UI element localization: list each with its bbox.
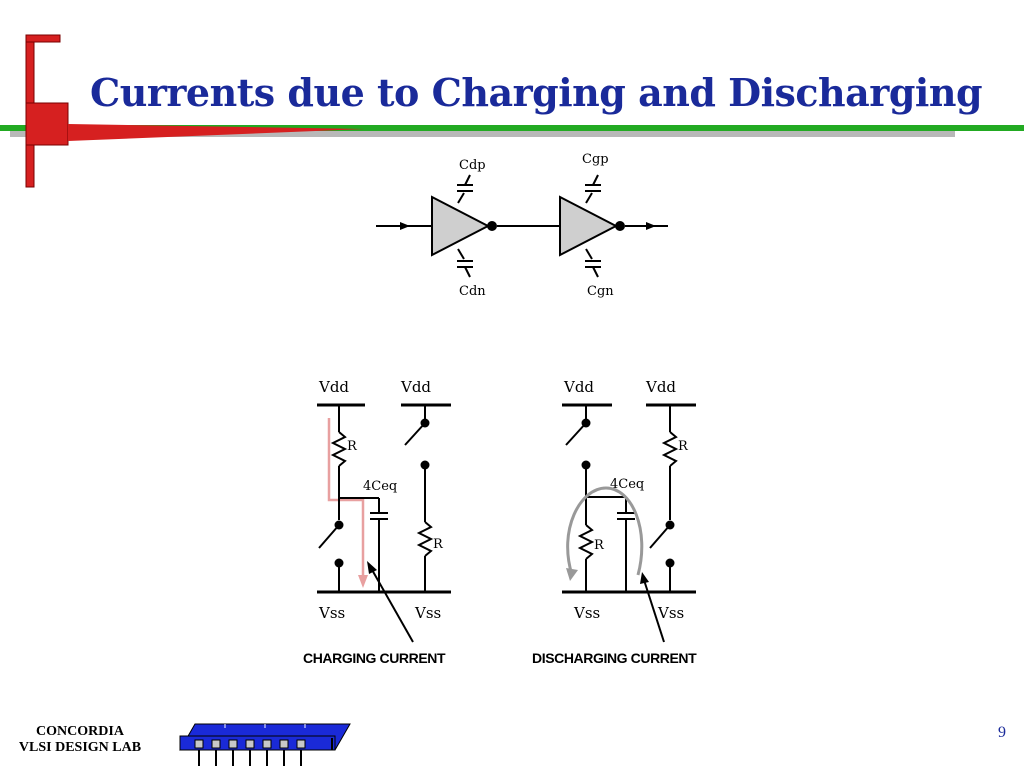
red-bracket-top <box>25 34 61 43</box>
discharging-r-left: R <box>594 538 605 553</box>
discharging-vdd-left: Vdd <box>563 378 594 396</box>
slide-title: Currents due to Charging and Discharging <box>90 70 983 115</box>
charging-current-path <box>327 418 365 580</box>
red-wedge <box>68 124 365 141</box>
label-cdp: Cdp <box>459 158 486 173</box>
red-block <box>25 102 69 146</box>
footer-org: CONCORDIA VLSI DESIGN LAB <box>0 724 160 756</box>
discharging-caption: DISCHARGING CURRENT <box>532 650 697 666</box>
page-number: 9 <box>998 724 1006 741</box>
output-arrow-icon <box>646 222 656 230</box>
discharging-resistor-top <box>661 431 679 467</box>
charging-resistor-top <box>330 431 348 467</box>
header-decoration <box>0 34 1024 188</box>
inverter-2-bubble <box>615 221 625 231</box>
discharging-current-path <box>566 486 644 576</box>
charging-r-right: R <box>433 537 444 552</box>
charging-resistor-right <box>416 521 434 557</box>
header-shadow-line <box>10 131 955 137</box>
cgn-capacitor <box>585 248 601 278</box>
charging-vss-right: Vss <box>414 604 441 622</box>
discharging-vss-right: Vss <box>657 604 684 622</box>
cdp-capacitor <box>457 174 473 204</box>
discharging-r-top: R <box>678 439 689 454</box>
input-arrow-icon <box>400 222 410 230</box>
charging-caption: CHARGING CURRENT <box>303 650 446 666</box>
discharging-vdd-right: Vdd <box>645 378 676 396</box>
charging-cap-label: 4Ceq <box>363 479 397 494</box>
discharging-resistor-left <box>577 524 595 560</box>
charging-r-top: R <box>347 439 358 454</box>
inverter-1-bubble <box>487 221 497 231</box>
cdn-capacitor <box>457 248 473 278</box>
discharging-pointer-arrow-icon <box>640 572 649 584</box>
header-green-line <box>0 125 1024 131</box>
discharging-current-arrow-icon <box>566 568 578 581</box>
charging-circuit: Vdd Vdd R 4Ceq R <box>303 378 451 666</box>
charging-current-arrow-icon <box>358 575 368 588</box>
label-cgp: Cgp <box>582 152 609 167</box>
chip-logo-icon <box>179 723 351 766</box>
label-cgn: Cgn <box>587 284 614 299</box>
charging-pointer-arrow-icon <box>367 561 377 574</box>
discharging-vss-left: Vss <box>573 604 600 622</box>
cgp-capacitor <box>585 174 601 204</box>
charging-vdd-right: Vdd <box>400 378 431 396</box>
inverter-2 <box>559 195 619 257</box>
discharging-circuit: Vdd Vdd 4Ceq R R Vss <box>532 378 698 666</box>
inverter-chain-diagram: Cdp Cdn Cgp Cgn <box>376 152 668 299</box>
charging-vdd-left: Vdd <box>318 378 349 396</box>
label-cdn: Cdn <box>459 284 486 299</box>
discharging-cap-label: 4Ceq <box>610 477 644 492</box>
footer-org-line1: CONCORDIA <box>36 724 124 739</box>
charging-vss-left: Vss <box>318 604 345 622</box>
inverter-1 <box>431 195 491 257</box>
footer-org-line2: VLSI DESIGN LAB <box>18 740 142 755</box>
